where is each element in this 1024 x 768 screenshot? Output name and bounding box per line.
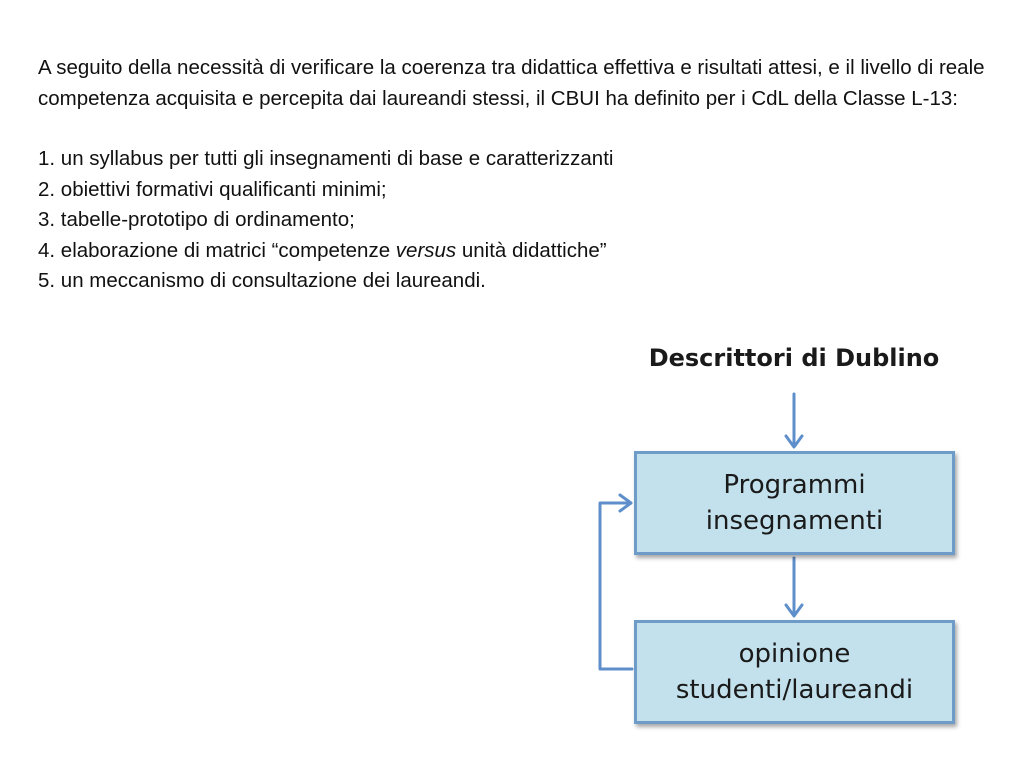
box-opinione-studenti: opinione studenti/laureandi [634,620,955,724]
list-item-2: 2. obiettivi formativi qualificanti mini… [38,177,387,201]
list-item-4: 4. elaborazione di matrici “competenze v… [38,236,998,267]
list-item-4-italic: versus [395,238,457,262]
box-opinione-line2: studenti/laureandi [675,675,914,705]
box-programmi-line2: insegnamenti [705,506,884,536]
list-item-4-before: 4. elaborazione di matrici “competenze [38,238,396,262]
numbered-list: 1. un syllabus per tutti gli insegnament… [38,144,998,297]
feedback-loop-line [598,501,634,671]
list-item-3: 3. tabelle-prototipo di ordinamento; [38,208,355,231]
list-item-1: 1. un syllabus per tutti gli insegnament… [38,147,614,170]
box-programmi-insegnamenti: Programmi insegnamenti [634,451,955,555]
body-text: A seguito della necessità di verificare … [38,53,998,297]
arrow-head-title-to-programmi [784,434,804,449]
diagram-title: Descrittori di Dublino [648,344,940,372]
intro-paragraph: A seguito della necessità di verificare … [38,56,985,110]
arrow-head-feedback-loop [618,493,633,513]
box-programmi-line1: Programmi [723,470,866,500]
list-item-4-after: unità didattiche” [456,238,607,262]
list-item-5: 5. un meccanismo di consultazione dei la… [38,269,486,292]
arrow-head-programmi-to-opinione [784,603,804,618]
box-opinione-line1: opinione [738,639,851,669]
